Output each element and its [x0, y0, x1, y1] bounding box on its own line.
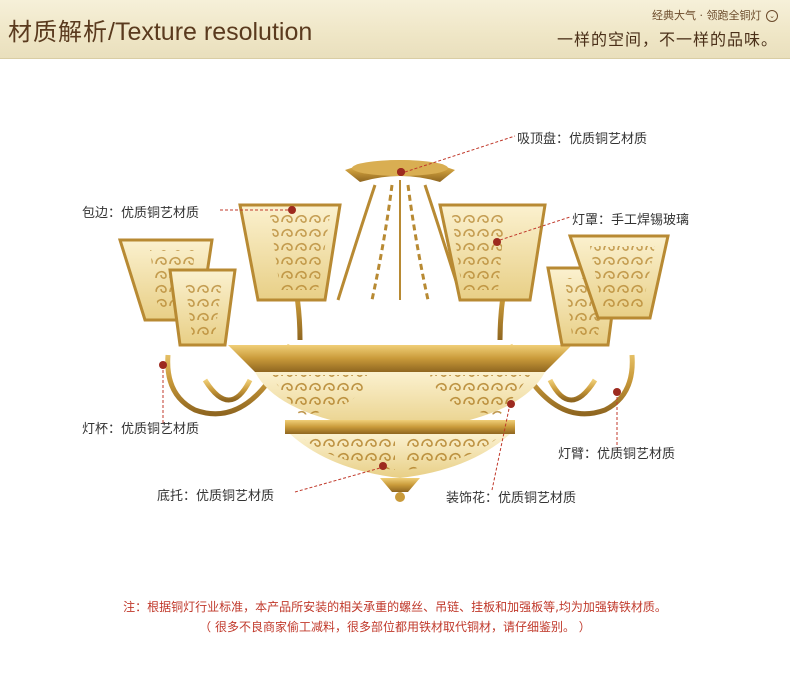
callout-decoration: 装饰花：优质铜艺材质 — [446, 491, 577, 506]
callout-dot — [288, 206, 296, 214]
callout-base: 底托：优质铜艺材质 — [157, 489, 275, 504]
callout-ceiling-plate: 吸顶盘：优质铜艺材质 — [517, 132, 648, 147]
callout-dot — [507, 400, 515, 408]
section-title: 材质解析/Texture resolution — [8, 12, 312, 47]
slogan-small-text: 经典大气 · 领跑全铜灯 — [652, 9, 762, 22]
lamp-shade — [238, 203, 342, 302]
lamp-shade — [438, 203, 547, 302]
callout-dot — [493, 238, 501, 246]
title-en: /Texture resolution — [108, 18, 313, 46]
main-bowl — [228, 345, 572, 502]
callout-lines — [162, 135, 618, 493]
callout-arm: 灯臂：优质铜艺材质 — [558, 447, 676, 462]
callout-dot — [159, 361, 167, 369]
lamp-shade — [168, 268, 237, 347]
note-line-1: 注：根据铜灯行业标准，本产品所安装的相关承重的螺丝、吊链、挂板和加强板等,均为加… — [123, 600, 667, 614]
callout-cup: 灯杯：优质铜艺材质 — [82, 422, 200, 437]
chains — [336, 180, 464, 301]
lamp-shades — [117, 203, 670, 347]
callout-shade: 灯罩：手工焊锡玻璃 — [572, 213, 690, 228]
note-line-2: （ 很多不良商家偷工减料，很多部位都用铁材取代铜材，请仔细鉴别。 ） — [199, 620, 591, 634]
callout-dot — [397, 168, 405, 176]
slogan-small: 经典大气 · 领跑全铜灯 ⌄ — [652, 7, 778, 23]
slogan-big: 一样的空间，不一样的品味。 — [556, 30, 778, 49]
lamp-shade — [567, 234, 670, 320]
callout-edging: 包边：优质铜艺材质 — [82, 206, 200, 221]
chevron-down-icon: ⌄ — [766, 10, 778, 22]
chandelier-illustration — [117, 135, 670, 502]
callout-dot — [379, 462, 387, 470]
callout-dot — [613, 388, 621, 396]
section-header: 材质解析/Texture resolution 经典大气 · 领跑全铜灯 ⌄ 一… — [0, 0, 790, 59]
callout-dots — [159, 168, 621, 470]
title-cn: 材质解析 — [8, 18, 108, 46]
